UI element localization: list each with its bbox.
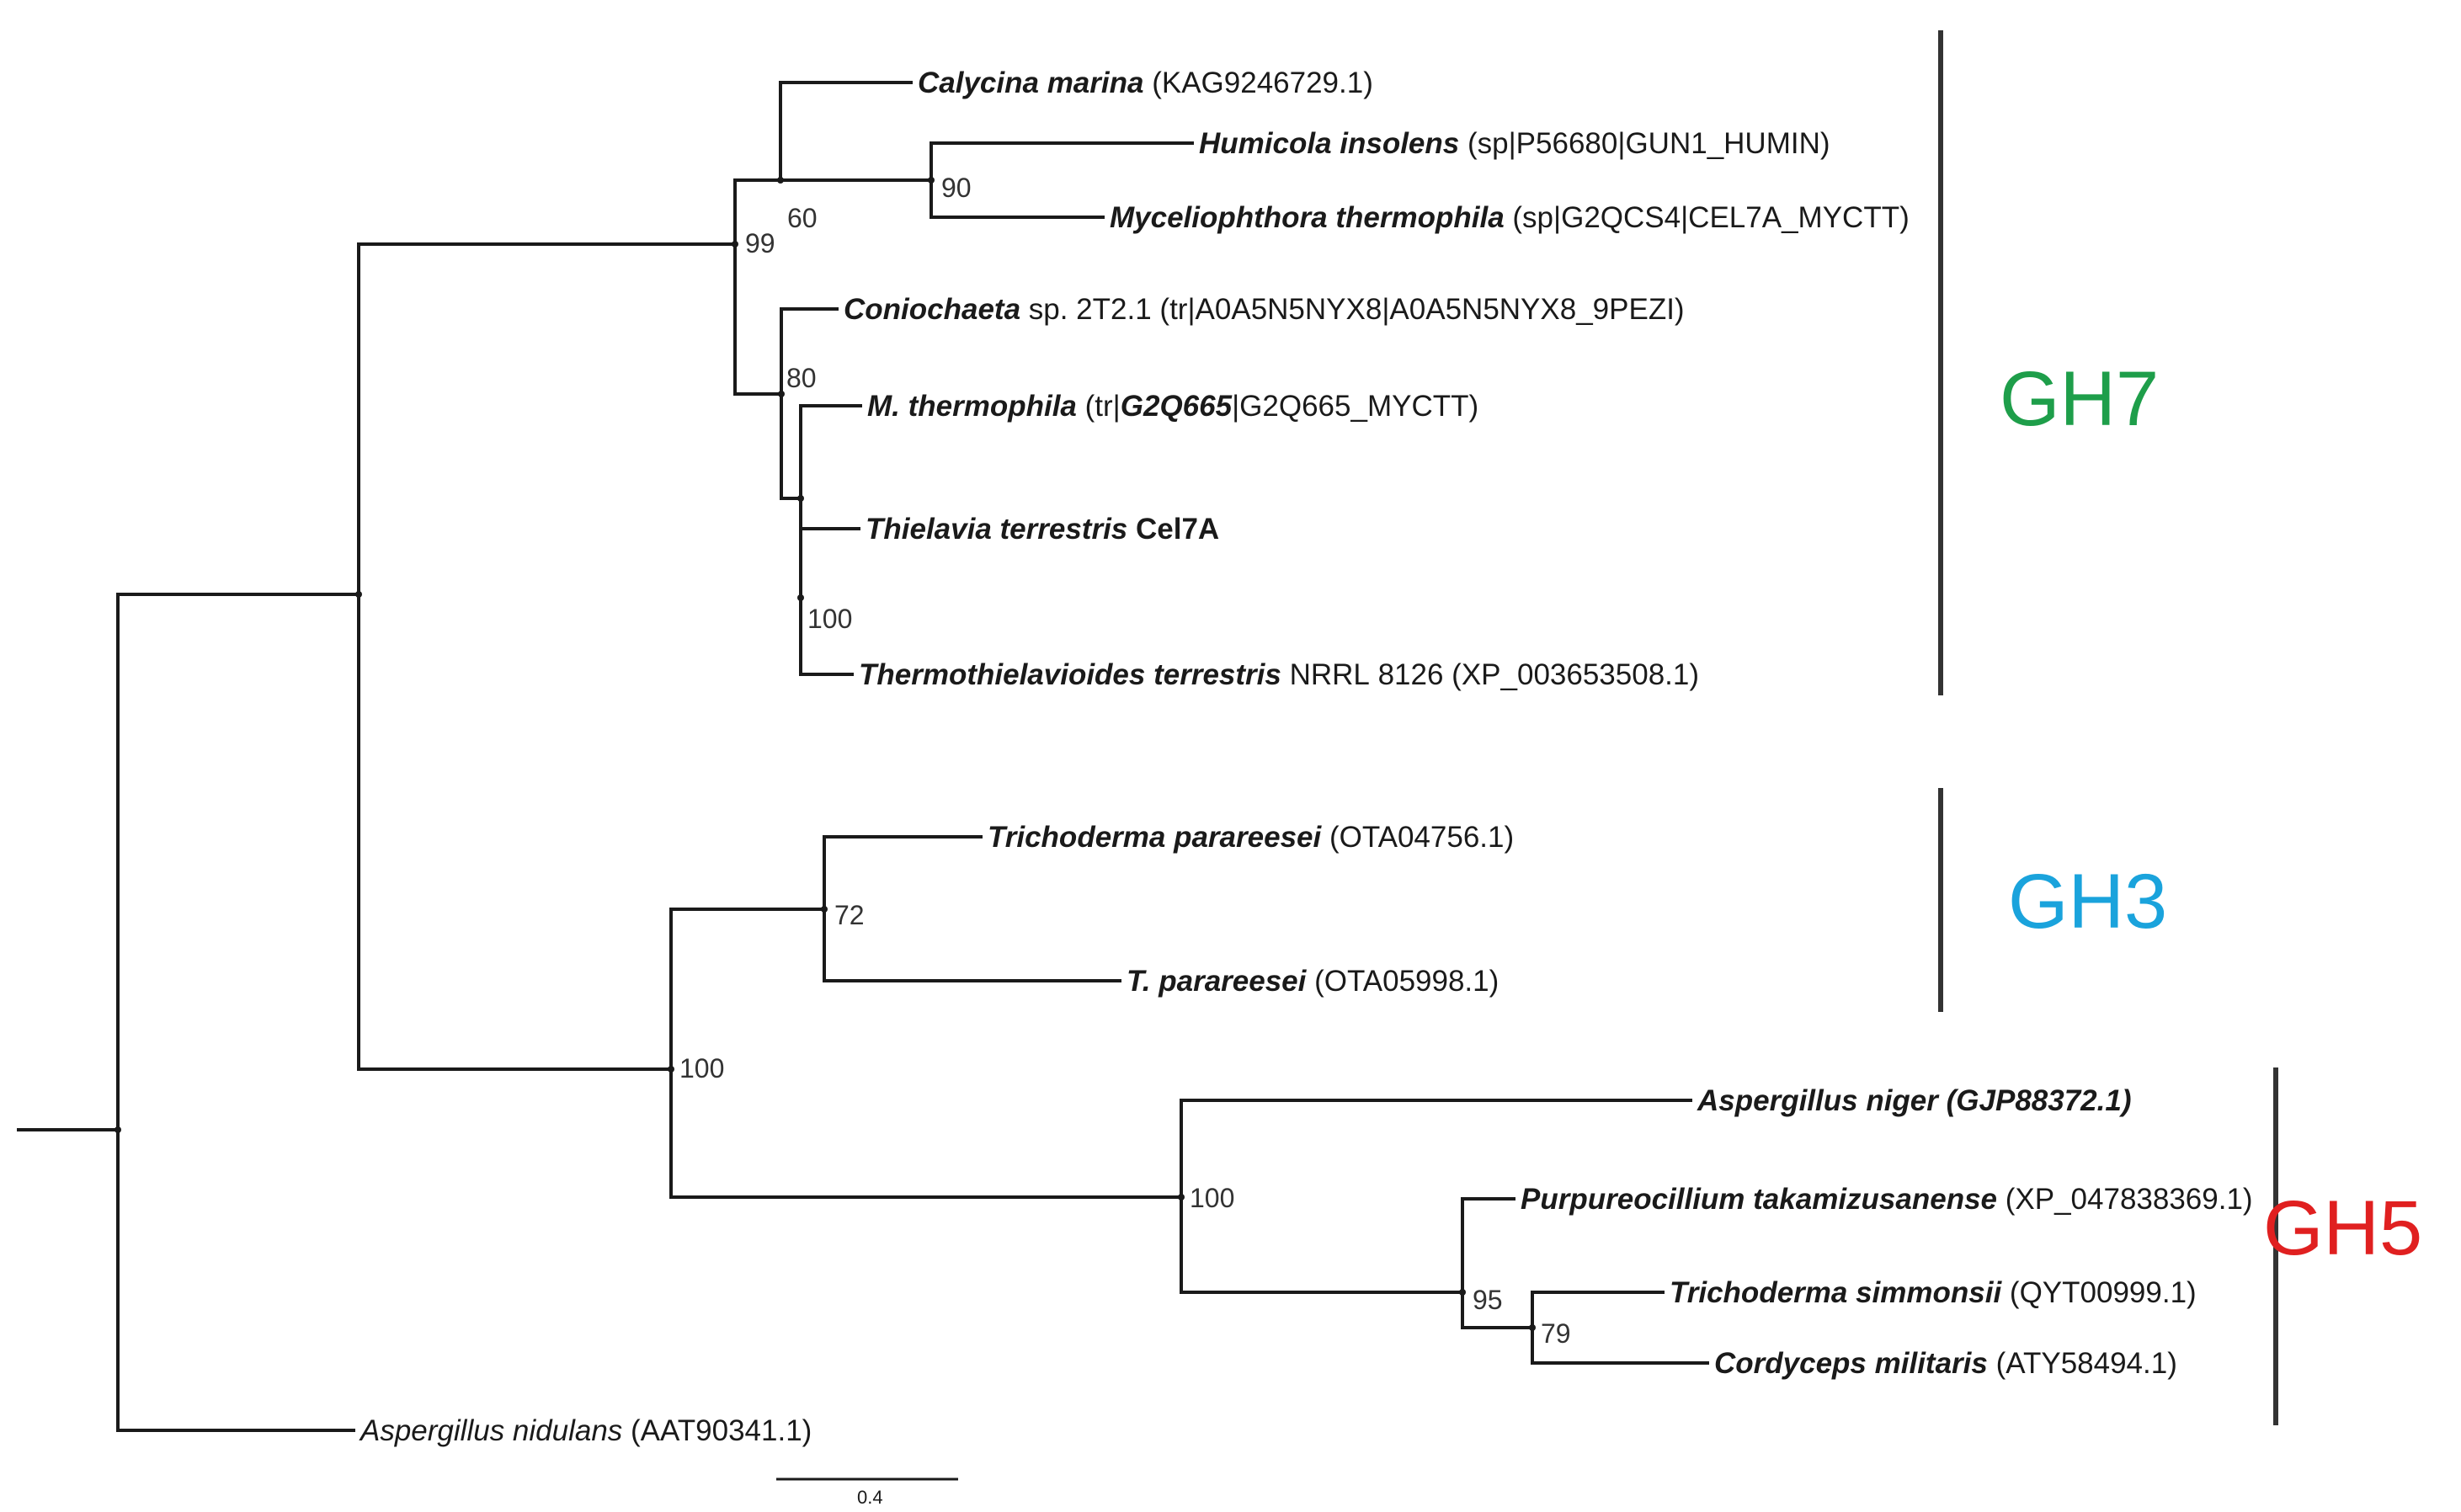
leaf-label-cordyceps: Cordyceps militaris (ATY58494.1)	[1714, 1347, 2177, 1380]
support-value-n_tparareesei: 72	[834, 900, 865, 930]
tree-nodes	[115, 177, 1536, 1331]
leaf-label-segment: Purpureocillium takamizusanense	[1521, 1183, 1997, 1216]
node-n_thielavia_pair	[797, 594, 804, 601]
support-value-n_purp_group: 95	[1473, 1285, 1503, 1315]
leaf-label-segment: (sp|P56680|GUN1_HUMIN)	[1459, 127, 1830, 160]
leaf-label-segment: (AAT90341.1)	[622, 1414, 812, 1447]
clade-label-gh3: GH3	[2008, 859, 2167, 945]
support-values: 90 60 100 80 99 72 79 95 100 100	[679, 173, 1571, 1349]
leaf-label-segment: (sp|G2QCS4|CEL7A_MYCTT)	[1505, 201, 1910, 234]
leaf-label-segment: Calycina marina	[918, 67, 1143, 99]
leaf-label-segment: Humicola insolens	[1199, 127, 1459, 160]
leaf-label-segment: (KAG9246729.1)	[1143, 67, 1372, 99]
clade-label-gh5: GH5	[2263, 1185, 2422, 1271]
support-value-n_gh5: 100	[1190, 1183, 1234, 1213]
support-value-n_thielavia_pair: 100	[807, 604, 852, 634]
leaf-label-mthermophila: M. thermophila (tr|G2Q665|G2Q665_MYCTT)	[867, 390, 1478, 423]
leaf-label-segment: Aspergillus nidulans	[359, 1414, 622, 1447]
node-n_calycina_humicola_myce	[777, 177, 784, 184]
scale-bar: 0.4	[776, 1477, 958, 1508]
scale-bar-label: 0.4	[857, 1487, 883, 1508]
node-n_mt_thiel	[797, 495, 804, 502]
node-n_upper	[355, 591, 362, 598]
leaf-label-segment: Myceliophthora thermophila	[1110, 201, 1505, 234]
leaf-label-aniger: Aspergillus niger (GJP88372.1)	[1697, 1084, 2132, 1117]
node-n_gh5	[1178, 1194, 1185, 1201]
node-n_gh7_root	[732, 241, 738, 248]
tree-branches	[17, 81, 1709, 1432]
leaf-label-segment: T. parareesei	[1127, 965, 1308, 998]
leaf-label-coniochaeta: Coniochaeta sp. 2T2.1 (tr|A0A5N5NYX8|A0A…	[844, 293, 1685, 326]
leaf-label-myceliophthora: Myceliophthora thermophila (sp|G2QCS4|CE…	[1110, 201, 1910, 234]
leaf-label-tsimmonsii: Trichoderma simmonsii (QYT00999.1)	[1670, 1276, 2197, 1309]
leaf-label-segment: Cel7A	[1127, 513, 1219, 546]
leaf-label-segment: G2Q665	[1121, 390, 1233, 423]
node-n_gh3_gh5	[668, 1066, 674, 1073]
leaf-label-segment: Trichoderma parareesei	[988, 821, 1323, 854]
leaf-label-segment: NRRL 8126 (XP_003653508.1)	[1281, 658, 1699, 691]
node-n_root	[115, 1126, 121, 1133]
support-value-n_humicola_myce: 90	[941, 173, 972, 203]
leaf-label-segment: Thermothielavioides terrestris	[859, 658, 1281, 691]
support-value-n_conio_group: 80	[786, 363, 817, 393]
leaf-label-humicola: Humicola insolens (sp|P56680|GUN1_HUMIN)	[1199, 127, 1830, 160]
leaf-label-segment: Coniochaeta	[844, 293, 1020, 326]
leaf-label-segment: (XP_047838369.1)	[1997, 1183, 2253, 1216]
leaf-label-segment: (QYT00999.1)	[2001, 1276, 2197, 1309]
leaf-label-segment: Thielavia terrestris	[866, 513, 1127, 546]
node-n_conio_group	[778, 391, 785, 397]
leaf-label-thermothielavioides: Thermothielavioides terrestris NRRL 8126…	[859, 658, 1699, 691]
node-n_humicola_myce	[928, 177, 935, 184]
leaf-label-thielavia: Thielavia terrestris Cel7A	[866, 513, 1219, 546]
leaf-label-segment: Cordyceps militaris	[1714, 1347, 1988, 1380]
leaf-label-segment: |G2Q665_MYCTT)	[1232, 390, 1478, 423]
leaf-label-segment: (OTA04756.1)	[1321, 821, 1514, 854]
leaf-labels: Calycina marina (KAG9246729.1) Humicola i…	[359, 67, 2253, 1447]
node-n_tsim_cordy	[1529, 1324, 1536, 1331]
leaf-label-segment: (tr|	[1077, 390, 1121, 423]
leaf-label-tparareesei1: Trichoderma parareesei (OTA04756.1)	[988, 821, 1514, 854]
support-value-n_gh3_gh5: 100	[679, 1053, 724, 1083]
support-value-n_tsim_cordy: 79	[1541, 1318, 1571, 1349]
leaf-label-anidulans: Aspergillus nidulans (AAT90341.1)	[359, 1414, 812, 1447]
leaf-label-segment: Trichoderma simmonsii	[1670, 1276, 2002, 1309]
support-value-n_calycina_humicola_myce: 60	[787, 203, 818, 233]
leaf-label-purpureocillium: Purpureocillium takamizusanense (XP_0478…	[1521, 1183, 2253, 1216]
leaf-label-segment: sp. 2T2.1 (tr|A0A5N5NYX8|A0A5N5NYX8_9PEZ…	[1020, 293, 1685, 326]
leaf-label-tparareesei2: T. parareesei (OTA05998.1)	[1127, 965, 1499, 998]
clade-label-gh7: GH7	[2000, 356, 2159, 442]
node-n_purp_group	[1459, 1289, 1466, 1296]
leaf-label-segment: (ATY58494.1)	[1988, 1347, 2177, 1380]
leaf-label-segment: M. thermophila	[867, 390, 1077, 423]
leaf-label-segment: Aspergillus niger	[1697, 1084, 1940, 1117]
node-n_tparareesei	[821, 906, 828, 913]
leaf-label-segment: (OTA05998.1)	[1306, 965, 1499, 998]
support-value-n_gh7_root: 99	[745, 228, 775, 258]
leaf-label-segment: (GJP88372.1)	[1938, 1084, 2132, 1117]
leaf-label-calycina: Calycina marina (KAG9246729.1)	[918, 67, 1373, 99]
